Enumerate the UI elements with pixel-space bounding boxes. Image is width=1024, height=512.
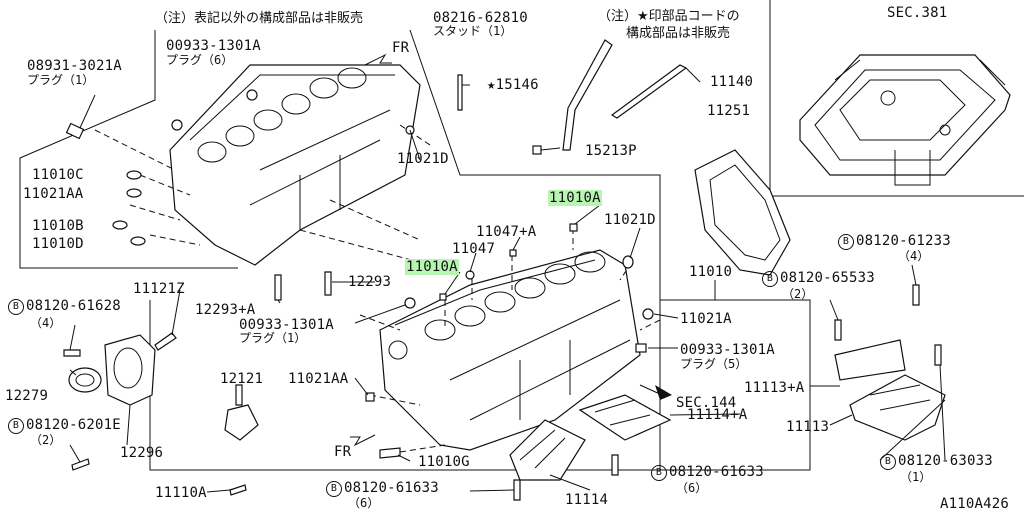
bolt-b-icon: B — [8, 299, 24, 315]
leader-lines — [69, 67, 946, 493]
part-12279[interactable]: 12279 — [5, 388, 49, 404]
11010-leader-bracket — [660, 280, 716, 301]
part-11010D[interactable]: 11010D — [32, 236, 84, 252]
part-00933-1301A-top[interactable]: 00933-1301A — [166, 38, 261, 54]
part-11047-A[interactable]: 11047+A — [476, 224, 537, 240]
part-11114[interactable]: 11114 — [565, 492, 609, 508]
diagram-id: A110A426 — [940, 496, 1010, 512]
part-15146[interactable]: ★15146 — [487, 77, 539, 93]
right-bracket — [660, 299, 811, 471]
part-08931-sub: プラグ（1） — [27, 73, 95, 87]
part-00933-1301A-right[interactable]: 00933-1301A — [680, 342, 775, 358]
small-parts — [63, 39, 946, 501]
part-12293[interactable]: 12293 — [348, 274, 392, 290]
part-08216-62810[interactable]: 08216-62810 — [433, 10, 528, 26]
part-08216-sub: スタッド（1） — [433, 24, 513, 38]
highlight-11010A-mid: 11010A — [405, 259, 459, 275]
part-15213P[interactable]: 15213P — [585, 143, 637, 159]
part-11010C[interactable]: 11010C — [32, 167, 84, 183]
part-00933-top-sub: プラグ（6） — [166, 53, 234, 67]
part-11021AA-mid[interactable]: 11021AA — [288, 371, 349, 387]
bolt-b-icon: B — [651, 465, 667, 481]
fr-arrow-bottom — [350, 434, 376, 447]
bolt-b-icon: B — [8, 418, 24, 434]
bolt-61233-qty: （4） — [898, 249, 930, 263]
bolt-61633-right-code: 08120-61633 — [669, 464, 764, 480]
upper-block-bracket — [19, 30, 238, 269]
sec381-label[interactable]: SEC.381 — [887, 5, 948, 21]
part-11113-A[interactable]: 11113+A — [744, 380, 805, 396]
bolt-61233-code: 08120-61233 — [856, 233, 951, 249]
part-11047[interactable]: 11047 — [452, 241, 496, 257]
bolt-b-icon: B — [762, 271, 778, 287]
part-11010G[interactable]: 11010G — [418, 454, 470, 470]
bolt-08120-61628-code: 08120-61628 — [26, 298, 121, 314]
oil-pan — [799, 54, 1011, 186]
bolt-61633-right-qty: （6） — [676, 481, 708, 495]
part-12293-A[interactable]: 12293+A — [195, 302, 256, 318]
part-11010A-top[interactable]: 11010A — [548, 190, 602, 206]
bolt-65533-code: 08120-65533 — [780, 270, 875, 286]
bolt-b-icon: B — [880, 454, 896, 470]
note-non-sale-left: （注）表記以外の構成部品は非販売 — [155, 11, 364, 26]
bolt-08120-6201E-code: 08120-6201E — [26, 417, 121, 433]
part-11021AA-left[interactable]: 11021AA — [23, 186, 84, 202]
bolt-61633-left-code: 08120-61633 — [344, 480, 439, 496]
part-11140[interactable]: 11140 — [710, 74, 754, 90]
part-00933-mid-sub: プラグ（1） — [239, 331, 307, 345]
bolt-61628-qty: （4） — [30, 316, 62, 330]
bolt-b-icon: B — [838, 234, 854, 250]
fr-arrow-top — [364, 53, 392, 66]
note-star-line2: 構成部品は非販売 — [626, 26, 731, 41]
fr-label-top: FR — [392, 40, 410, 56]
part-11021D-top[interactable]: 11021D — [397, 151, 449, 167]
sec144-arrow — [655, 385, 672, 400]
part-08931-3021A[interactable]: 08931-3021A — [27, 58, 122, 74]
part-00933-1301A-mid[interactable]: 00933-1301A — [239, 317, 334, 333]
part-11010A-mid[interactable]: 11010A — [405, 259, 459, 275]
part-11010[interactable]: 11010 — [689, 264, 733, 280]
sec144-label[interactable]: SEC.144 — [676, 395, 737, 411]
note-star-line1: （注）★印部品コードの — [598, 9, 740, 24]
part-11251[interactable]: 11251 — [707, 103, 751, 119]
cylinder-block-upper — [94, 64, 431, 266]
part-11021D-right[interactable]: 11021D — [604, 212, 656, 228]
bolt-6201E-qty: （2） — [30, 433, 62, 447]
part-11114-A[interactable]: 11114+A — [687, 407, 748, 423]
bolt-b-icon: B — [326, 481, 342, 497]
part-00933-right-sub: プラグ（5） — [680, 357, 748, 371]
highlight-11010A-top: 11010A — [548, 190, 602, 206]
bolt-63033-code: 08120-63033 — [898, 453, 993, 469]
part-12296[interactable]: 12296 — [120, 445, 164, 461]
center-bracket — [409, 29, 661, 470]
part-11021A[interactable]: 11021A — [680, 311, 732, 327]
part-12121[interactable]: 12121 — [220, 371, 264, 387]
part-11110A[interactable]: 11110A — [155, 485, 207, 501]
part-11121Z[interactable]: 11121Z — [133, 281, 185, 297]
fr-label-bottom: FR — [334, 444, 352, 460]
part-11113[interactable]: 11113 — [786, 419, 830, 435]
part-11010B[interactable]: 11010B — [32, 218, 84, 234]
bolt-61633-left-qty: （6） — [348, 496, 380, 510]
bolt-63033-qty: （1） — [900, 470, 932, 484]
bolt-65533-qty: （2） — [782, 287, 814, 301]
